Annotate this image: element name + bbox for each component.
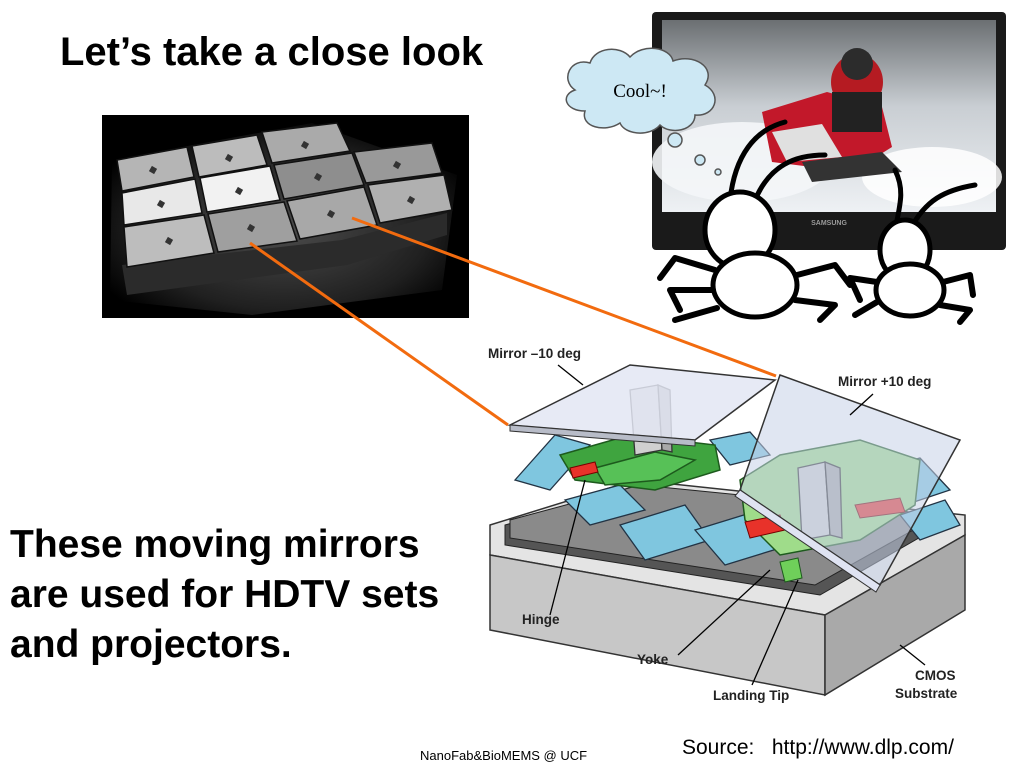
label-yoke: Yoke [637,652,669,667]
label-substrate: Substrate [895,686,958,701]
thought-dot [694,154,706,166]
address-electrode [513,434,592,491]
thought-dot [667,132,683,148]
label-mirror-plus-10: Mirror +10 deg [838,374,931,389]
body-text: These moving mirrors are used for HDTV s… [10,523,440,666]
critter-body [710,250,800,320]
label-landing-tip: Landing Tip [713,688,789,703]
thought-bubble: Cool~! [565,47,722,176]
footer-text: NanoFab&BioMEMS @ UCF [420,748,588,763]
hinge-left [569,461,599,479]
substrate-side [824,533,966,697]
thought-dot [714,168,722,176]
label-mirror-minus-10: Mirror –10 deg [488,346,581,361]
landing-tip [779,557,803,583]
label-hinge: Hinge [522,612,560,627]
label-cmos: CMOS [915,668,956,683]
thought-bubble-text: Cool~! [613,81,667,102]
connector-line-right [351,216,777,378]
dmd-diagram: Mirror –10 deg Mirror +10 deg Hinge Yoke… [488,346,966,703]
thought-cloud [565,47,716,134]
address-electrode [563,484,647,526]
cartoon-critters [657,119,978,325]
critter-body [873,261,947,319]
slide-title: Let’s take a close look [60,30,484,74]
source-citation: Source: http://www.dlp.com/ [682,736,954,759]
connector-line-left [249,241,509,427]
tv-brand: SAMSUNG [811,220,847,227]
mirror-array-photo [102,115,469,318]
